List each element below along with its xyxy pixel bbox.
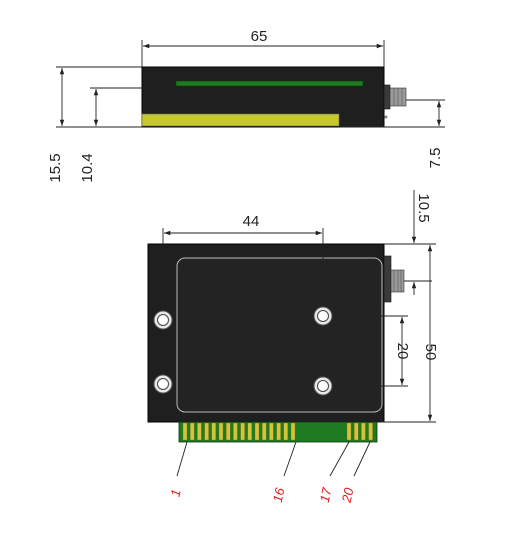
edge-pin (290, 422, 296, 441)
dim-height-pcb: 10.4 (79, 153, 96, 182)
module-lid (176, 257, 383, 413)
edge-pin (269, 422, 274, 441)
dim-connector-height: 7.5 (427, 148, 444, 169)
pin-row-1-16 (182, 422, 296, 441)
pin-label-1: 1 (168, 488, 184, 498)
pin-row-17-20 (346, 422, 373, 441)
pcb-edge-yellow (141, 113, 340, 127)
dim-connector-offset: 10.5 (415, 193, 432, 222)
edge-pin (218, 422, 224, 441)
mounting-hole (153, 310, 173, 330)
front-view: 44 10.5 20 50 1 16 17 20 (147, 190, 439, 505)
edge-pin (346, 422, 352, 441)
dim-hole-spacing-y: 20 (394, 343, 411, 360)
edge-pin (276, 422, 281, 441)
side-view: 65 15.5 10.4 7.5 (47, 28, 445, 183)
dim-height-front: 50 (422, 344, 439, 361)
edge-pin (211, 422, 217, 441)
edge-pin (283, 422, 288, 441)
pin-label-20: 20 (339, 486, 357, 505)
edge-pin (197, 422, 202, 441)
mounting-hole (313, 306, 333, 326)
dim-height-total: 15.5 (47, 153, 64, 182)
edge-pin (225, 422, 231, 441)
sma-connector-side (383, 84, 407, 119)
pin-label-17: 17 (317, 486, 335, 504)
edge-pin (189, 422, 195, 441)
edge-pin (182, 422, 188, 441)
dim-width-top: 65 (251, 28, 268, 45)
sma-connector-front (383, 255, 405, 303)
edge-pin (354, 422, 359, 441)
edge-pin (233, 422, 238, 441)
edge-pin (368, 422, 373, 441)
mounting-hole (313, 376, 333, 396)
edge-pin (204, 422, 209, 441)
edge-pin (247, 422, 253, 441)
edge-pin (254, 422, 260, 441)
dim-hole-spacing-x: 44 (243, 213, 260, 230)
edge-pin (262, 422, 267, 441)
pcb-stripe (175, 80, 364, 87)
pin-label-16: 16 (270, 486, 288, 504)
edge-pin (240, 422, 245, 441)
mounting-hole (153, 374, 173, 394)
edge-pin (361, 422, 366, 441)
